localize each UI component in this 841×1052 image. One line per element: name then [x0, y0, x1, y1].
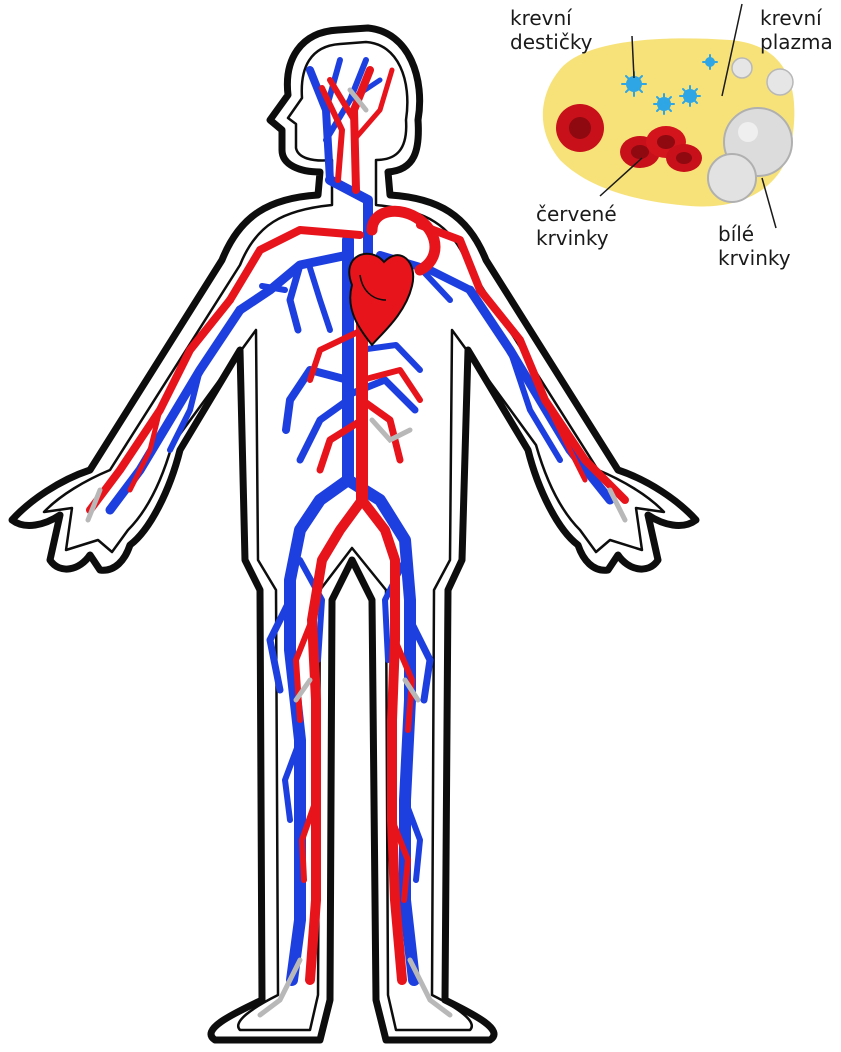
- white-blood-cell: [767, 69, 793, 95]
- red-blood-cell: [666, 144, 702, 172]
- label-platelets: krevní destičky: [510, 6, 593, 54]
- label-platelets-line2: destičky: [510, 30, 593, 54]
- red-blood-cell: [556, 104, 604, 152]
- label-white-cells-line1: bílé: [718, 222, 791, 246]
- white-blood-cell: [708, 154, 756, 202]
- label-platelets-line1: krevní: [510, 6, 593, 30]
- white-blood-cell: [732, 58, 752, 78]
- label-plasma: krevní plazma: [760, 6, 833, 54]
- label-white-cells-line2: krvinky: [718, 246, 791, 270]
- label-plasma-line1: krevní: [760, 6, 833, 30]
- label-white-cells: bílé krvinky: [718, 222, 791, 270]
- label-red-cells: červené krvinky: [536, 202, 617, 250]
- label-red-cells-line2: krvinky: [536, 226, 617, 250]
- label-plasma-line2: plazma: [760, 30, 833, 54]
- label-red-cells-line1: červené: [536, 202, 617, 226]
